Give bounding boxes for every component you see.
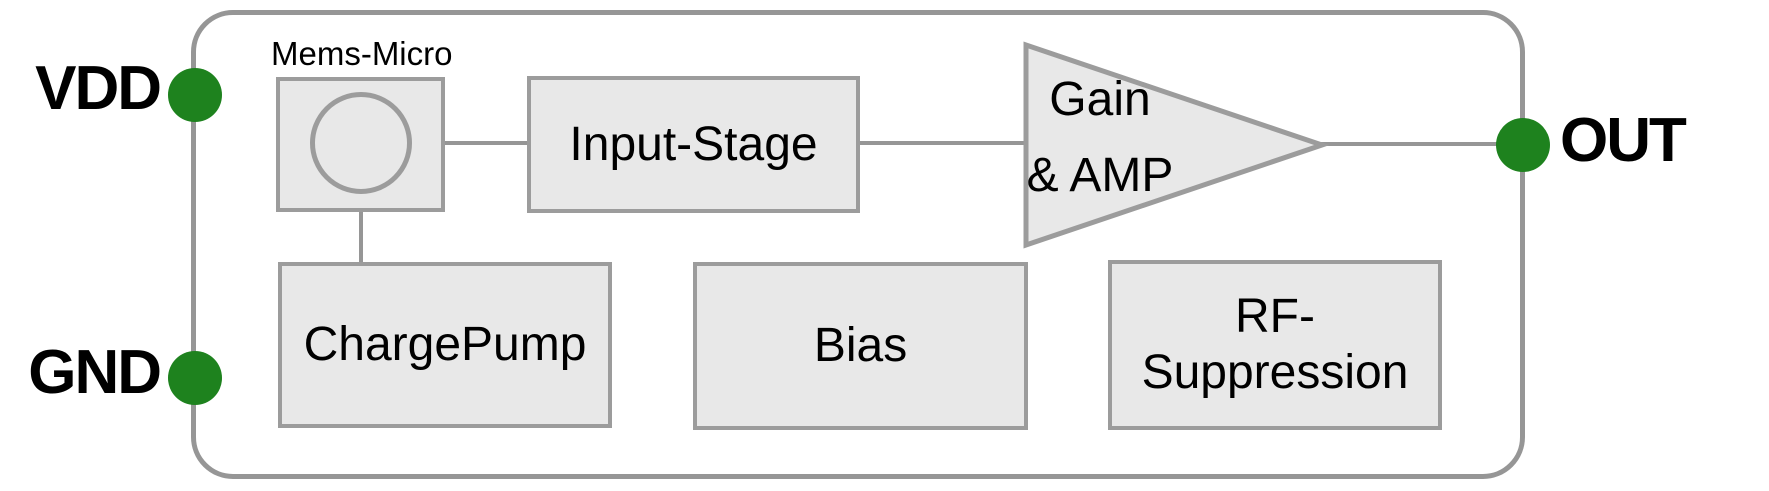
charge-pump-label: ChargePump — [303, 318, 587, 371]
vdd-label: VDD — [35, 54, 162, 123]
gain-amp-label-line2: & AMP — [1026, 149, 1174, 202]
gnd-pin — [168, 351, 222, 405]
charge-pump-block: ChargePump — [278, 262, 612, 428]
mems-micro-caption: Mems-Micro — [271, 35, 453, 72]
rf-suppression-line1: RF- — [1235, 290, 1315, 343]
wire-mems-to-chargepump — [359, 210, 363, 264]
chip-outline — [191, 10, 1525, 479]
gain-amp-triangle — [1023, 41, 1330, 249]
amplifier-symbol — [1023, 41, 1330, 249]
input-stage-block: Input-Stage — [527, 76, 860, 213]
out-label: OUT — [1560, 106, 1687, 175]
mems-membrane-icon — [310, 92, 412, 194]
wire-input-to-amp — [858, 141, 1025, 145]
rf-suppression-label: RF- Suppression — [1142, 289, 1409, 401]
bias-label: Bias — [813, 319, 908, 372]
input-stage-label: Input-Stage — [569, 117, 818, 171]
rf-suppression-block: RF- Suppression — [1108, 260, 1442, 430]
wire-amp-to-out — [1318, 142, 1523, 146]
rf-suppression-line2: Suppression — [1141, 346, 1409, 399]
out-pin — [1496, 118, 1550, 172]
gain-amp-label-line1: Gain — [1049, 73, 1151, 126]
gnd-label: GND — [28, 338, 162, 407]
bias-block: Bias — [693, 262, 1028, 430]
wire-mems-to-input — [445, 141, 527, 145]
vdd-pin — [168, 68, 222, 122]
